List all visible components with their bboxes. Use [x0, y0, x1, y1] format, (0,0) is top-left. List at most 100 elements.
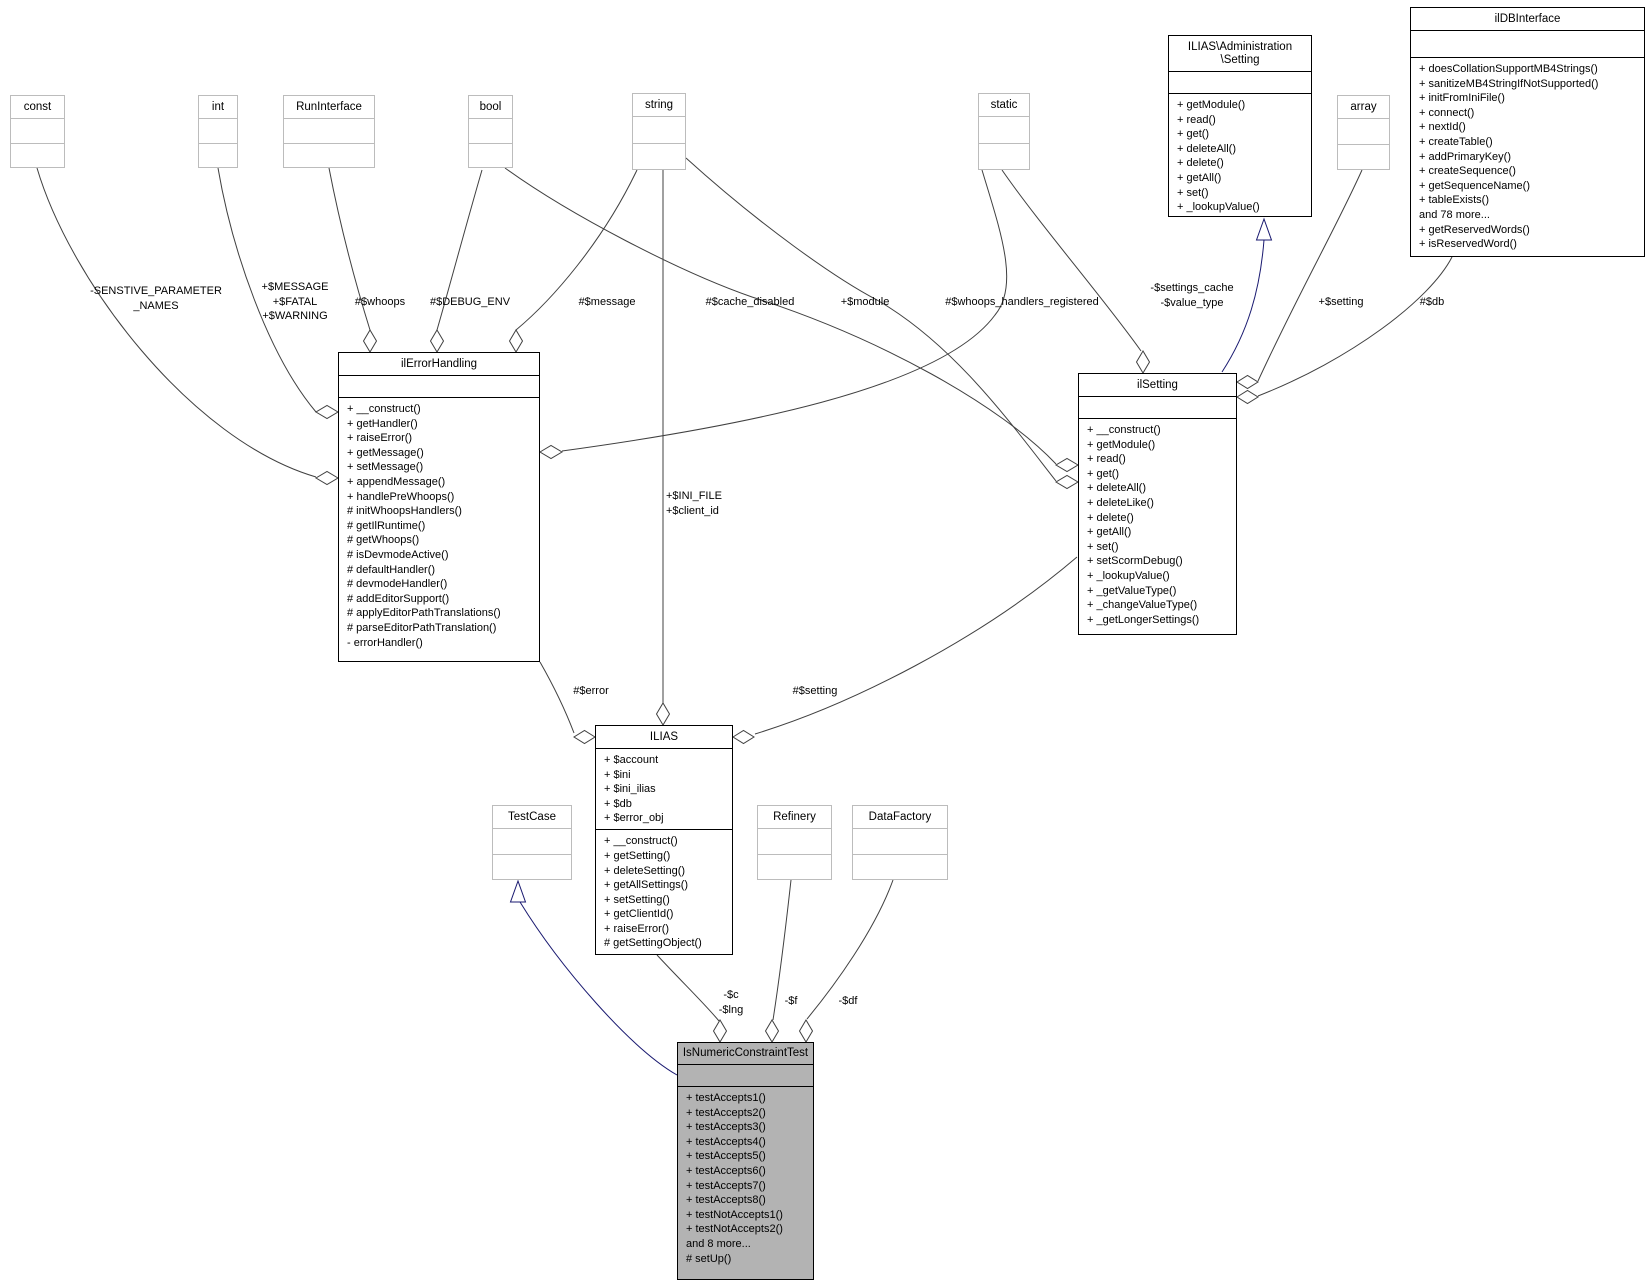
method-row: # getWhoops(): [347, 534, 420, 547]
class-ilias-administration-setting[interactable]: ILIAS\Administration\Setting + getModule…: [1168, 35, 1312, 217]
edge-runinterface-to-ilerrorhandling: [328, 167, 371, 331]
method-row: + createSequence(): [1419, 165, 1516, 178]
class-array[interactable]: array: [1337, 95, 1390, 170]
method-row: and 78 more...: [1419, 208, 1490, 221]
attributes-compartment: [1411, 31, 1644, 58]
edge-label-debug-env: #$DEBUG_ENV: [429, 296, 511, 308]
attributes-compartment: [1079, 397, 1236, 419]
method-row: + deleteSetting(): [604, 864, 686, 877]
edge-label-line: -$c: [723, 989, 739, 1001]
class-title: TestCase: [493, 806, 571, 829]
method-row: + testNotAccepts1(): [686, 1208, 783, 1221]
aggregation-diamond: [712, 1019, 728, 1043]
edge-ilsetting-inherits-adminsetting: [1221, 239, 1265, 373]
empty-attributes-compartment: [284, 119, 374, 144]
method-row: + _lookupValue(): [1087, 569, 1170, 582]
class-refinery[interactable]: Refinery: [757, 805, 832, 880]
method-row: + __construct(): [347, 403, 421, 415]
method-row: + connect(): [1419, 106, 1475, 119]
empty-attributes-compartment: [758, 829, 831, 855]
edge-string-to-ilerrorhandling: [515, 169, 638, 331]
class-runinterface[interactable]: RunInterface: [283, 95, 375, 168]
attribute-row: + $account: [604, 754, 659, 766]
class-title: ILIAS: [596, 726, 732, 749]
method-row: + getMessage(): [347, 446, 424, 459]
edge-bool-to-ilerrorhandling: [436, 169, 483, 331]
edge-label-line: -$settings_cache: [1150, 282, 1234, 294]
method-row: # getSettingObject(): [604, 937, 702, 950]
aggregation-diamond: [1055, 457, 1079, 473]
aggregation-diamond: [539, 444, 563, 460]
edge-label-setting: #$setting: [792, 685, 838, 697]
class-title: Refinery: [758, 806, 831, 829]
edge-label-settings-cache-value-type: -$settings_cache-$value_type: [1150, 281, 1233, 310]
aggregation-diamond: [1135, 350, 1151, 374]
class-static[interactable]: static: [978, 93, 1030, 170]
class-string[interactable]: string: [632, 93, 686, 170]
method-row: # initWhoopsHandlers(): [347, 505, 462, 518]
method-row: + _getValueType(): [1087, 584, 1177, 597]
attributes-compartment: [1169, 72, 1311, 94]
empty-attributes-compartment: [979, 117, 1029, 144]
method-row: + set(): [1087, 540, 1119, 553]
class-bool[interactable]: bool: [468, 95, 513, 168]
edge-label-error: #$error: [573, 685, 609, 697]
class-title: string: [633, 94, 685, 117]
edge-label-message-fatal-warning: +$MESSAGE+$FATAL+$WARNING: [262, 280, 329, 324]
method-row: + delete(): [1087, 511, 1134, 524]
method-row: + setMessage(): [347, 461, 424, 474]
edge-label-line: -SENSTIVE_PARAMETER: [90, 285, 222, 297]
aggregation-diamond: [1236, 374, 1259, 390]
edge-static-to-ilsetting: [1001, 169, 1142, 352]
class-ilsetting[interactable]: ilSetting + __construct()+ getModule()+ …: [1078, 373, 1237, 635]
aggregation-diamond: [1236, 389, 1259, 405]
method-row: + testAccepts3(): [686, 1121, 766, 1134]
methods-compartment: + __construct()+ getHandler()+ raiseErro…: [339, 398, 539, 661]
edge-label-ini-file-client-id: +$INI_FILE+$client_id: [666, 489, 722, 518]
attributes-compartment: [678, 1065, 813, 1087]
methods-compartment: + __construct()+ getSetting()+ deleteSet…: [596, 830, 732, 954]
method-row: + getModule(): [1087, 438, 1156, 451]
empty-attributes-compartment: [1338, 119, 1389, 145]
method-row: + tableExists(): [1419, 194, 1489, 207]
empty-methods-compartment: [853, 855, 947, 880]
class-title: RunInterface: [284, 96, 374, 119]
class-datafactory[interactable]: DataFactory: [852, 805, 948, 880]
edge-const-to-ilerrorhandling: [36, 167, 317, 478]
edge-test-inherits-testcase: [519, 901, 678, 1076]
method-row: # applyEditorPathTranslations(): [347, 607, 501, 620]
method-row: + getAll(): [1177, 171, 1222, 184]
method-row: + read(): [1087, 453, 1126, 466]
class-const[interactable]: const: [10, 95, 65, 168]
method-row: + _changeValueType(): [1087, 599, 1198, 612]
edge-ilias-to-test: [656, 954, 720, 1022]
empty-attributes-compartment: [853, 829, 947, 855]
class-ildbinterface[interactable]: ilDBInterface + doesCollationSupportMB4S…: [1410, 7, 1645, 257]
method-row: # addEditorSupport(): [347, 592, 450, 605]
class-title: int: [199, 96, 237, 119]
method-row: + getModule(): [1177, 99, 1246, 111]
class-title: ILIAS\Administration\Setting: [1169, 36, 1311, 72]
attribute-row: + $error_obj: [604, 812, 664, 825]
edge-label-line: +$MESSAGE: [261, 281, 329, 293]
class-ilias[interactable]: ILIAS + $account+ $ini+ $ini_ilias+ $db+…: [595, 725, 733, 955]
attributes-compartment: + $account+ $ini+ $ini_ilias+ $db+ $erro…: [596, 749, 732, 831]
class-title: IsNumericConstraintTest: [678, 1043, 813, 1065]
class-testcase[interactable]: TestCase: [492, 805, 572, 880]
method-row: + sanitizeMB4StringIfNotSupported(): [1419, 77, 1599, 90]
method-row: + initFromIniFile(): [1419, 92, 1505, 105]
method-row: + createTable(): [1419, 135, 1493, 148]
edge-datafactory-to-test: [806, 879, 894, 1020]
class-int[interactable]: int: [198, 95, 238, 168]
class-isnumericconstrainttest[interactable]: IsNumericConstraintTest + testAccepts1()…: [677, 1042, 814, 1280]
edge-label-line: +$FATAL: [272, 295, 318, 308]
method-row: + testAccepts4(): [686, 1135, 766, 1148]
class-title: const: [11, 96, 64, 119]
method-row: + testAccepts6(): [686, 1164, 766, 1177]
class-ilerrorhandling[interactable]: ilErrorHandling + __construct()+ getHand…: [338, 352, 540, 662]
method-row: + testAccepts7(): [686, 1179, 766, 1192]
method-row: + deleteAll(): [1177, 142, 1237, 155]
edge-label-df: -$df: [838, 995, 858, 1007]
method-row: + getHandler(): [347, 417, 418, 430]
